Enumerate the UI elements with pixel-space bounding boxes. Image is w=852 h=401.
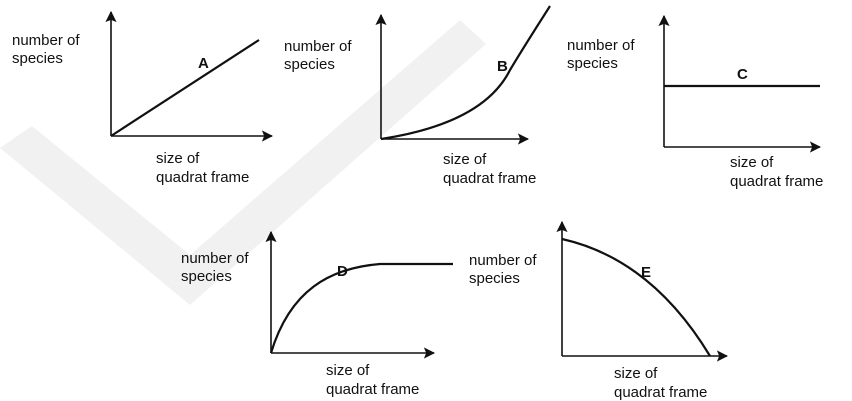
watermark-check [0,20,486,305]
graph-d: D number of species size of quadrat fram… [181,230,453,398]
graph-d-ylabel-line1: number of [181,250,249,267]
graph-a-letter: A [198,55,209,72]
graph-c: C number of species size of quadrat fram… [567,14,823,190]
graph-e-xlabel-line1: size of [614,365,658,382]
graph-c-letter: C [737,66,748,83]
graph-c-xlabel-line1: size of [730,154,774,171]
graph-e-curve [561,237,711,357]
graph-a-ylabel-line2: species [12,50,63,67]
graph-a-xlabel-line1: size of [156,150,200,167]
graph-e-letter: E [641,264,651,281]
graph-b-letter: B [497,58,508,75]
graph-b-curve [380,5,551,141]
graph-d-ylabel-line2: species [181,268,232,285]
graph-b-ylabel-line2: species [284,56,335,73]
graph-a-xlabel-line2: quadrat frame [156,169,249,186]
graph-a-ylabel-line1: number of [12,32,80,49]
graph-e-ylabel-line2: species [469,270,520,287]
graph-c-xlabel-line2: quadrat frame [730,173,823,190]
graph-c-ylabel-line2: species [567,55,618,72]
graph-d-xlabel-line2: quadrat frame [326,381,419,398]
graph-d-curve [269,262,453,354]
graph-c-ylabel-line1: number of [567,37,635,54]
graph-e-xlabel-line2: quadrat frame [614,384,707,401]
graph-a-curve [110,39,260,137]
graph-b-xlabel-line2: quadrat frame [443,170,536,187]
graph-e-ylabel-line1: number of [469,252,537,269]
graph-d-xlabel-line1: size of [326,362,370,379]
graph-b-ylabel-line1: number of [284,38,352,55]
graph-a: A number of species size of quadrat fram… [12,10,274,186]
graph-d-letter: D [337,263,348,280]
graph-b-xlabel-line1: size of [443,151,487,168]
graph-e: E number of species size of quadrat fram… [469,220,729,401]
graph-b: B number of species size of quadrat fram… [284,5,551,187]
